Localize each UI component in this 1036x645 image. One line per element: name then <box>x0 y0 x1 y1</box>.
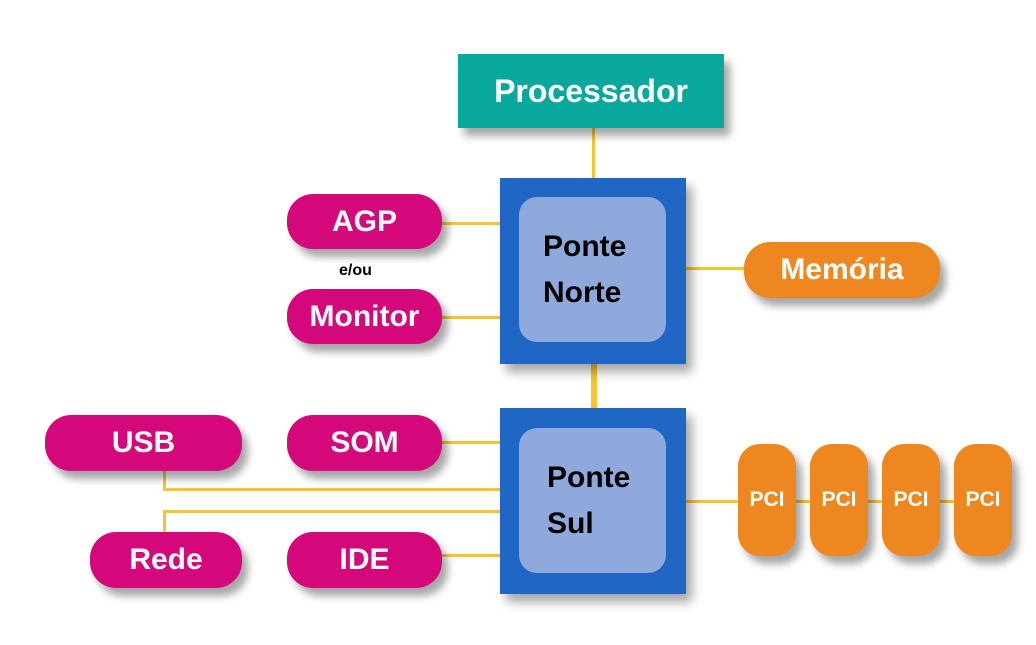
pci-slot-2: PCI <box>810 444 868 556</box>
monitor-box: Monitor <box>287 289 442 344</box>
connector-north-memory <box>664 267 746 270</box>
pci-slot-4: PCI <box>954 444 1012 556</box>
connector-agp-north <box>440 222 520 225</box>
monitor-label: Monitor <box>309 299 420 333</box>
connector-processor-north <box>592 128 595 198</box>
pci-label: PCI <box>965 488 1001 511</box>
agp-box: AGP <box>287 194 442 249</box>
connector-network-vertical <box>163 512 166 534</box>
network-box: Rede <box>90 532 242 588</box>
sound-label: SOM <box>330 426 399 459</box>
north-bridge-core: Ponte Norte <box>519 197 666 342</box>
agp-label: AGP <box>331 204 397 238</box>
south-bridge-core: Ponte Sul <box>519 428 666 573</box>
memory-box: Memória <box>744 242 940 298</box>
connector-sound-south <box>440 441 522 444</box>
connector-usb-vertical <box>163 470 166 490</box>
usb-label: USB <box>111 426 176 459</box>
north-bridge-label-line1: Ponte <box>543 229 627 263</box>
connector-ide-south <box>440 554 522 557</box>
pci-label: PCI <box>749 488 785 511</box>
and-or-label: e/ou <box>339 262 372 279</box>
memory-label: Memória <box>780 253 904 286</box>
sound-box: SOM <box>287 415 442 471</box>
connector-monitor-north <box>440 316 520 319</box>
network-label: Rede <box>129 543 203 576</box>
pci-label: PCI <box>821 488 857 511</box>
ide-label: IDE <box>339 543 390 576</box>
south-bridge-label-line1: Ponte <box>547 460 631 494</box>
pci-slot-1: PCI <box>738 444 796 556</box>
ide-box: IDE <box>287 532 442 588</box>
processor-box: Processador <box>458 54 724 128</box>
connector-network-south <box>163 510 522 513</box>
usb-box: USB <box>45 415 242 471</box>
pci-label: PCI <box>893 488 929 511</box>
pci-slot-3: PCI <box>882 444 940 556</box>
connector-north-south <box>591 340 597 432</box>
connector-usb-south <box>163 488 522 491</box>
south-bridge-label-line2: Sul <box>547 506 594 540</box>
north-bridge-label-line2: Norte <box>543 275 622 309</box>
processor-label: Processador <box>494 72 688 109</box>
